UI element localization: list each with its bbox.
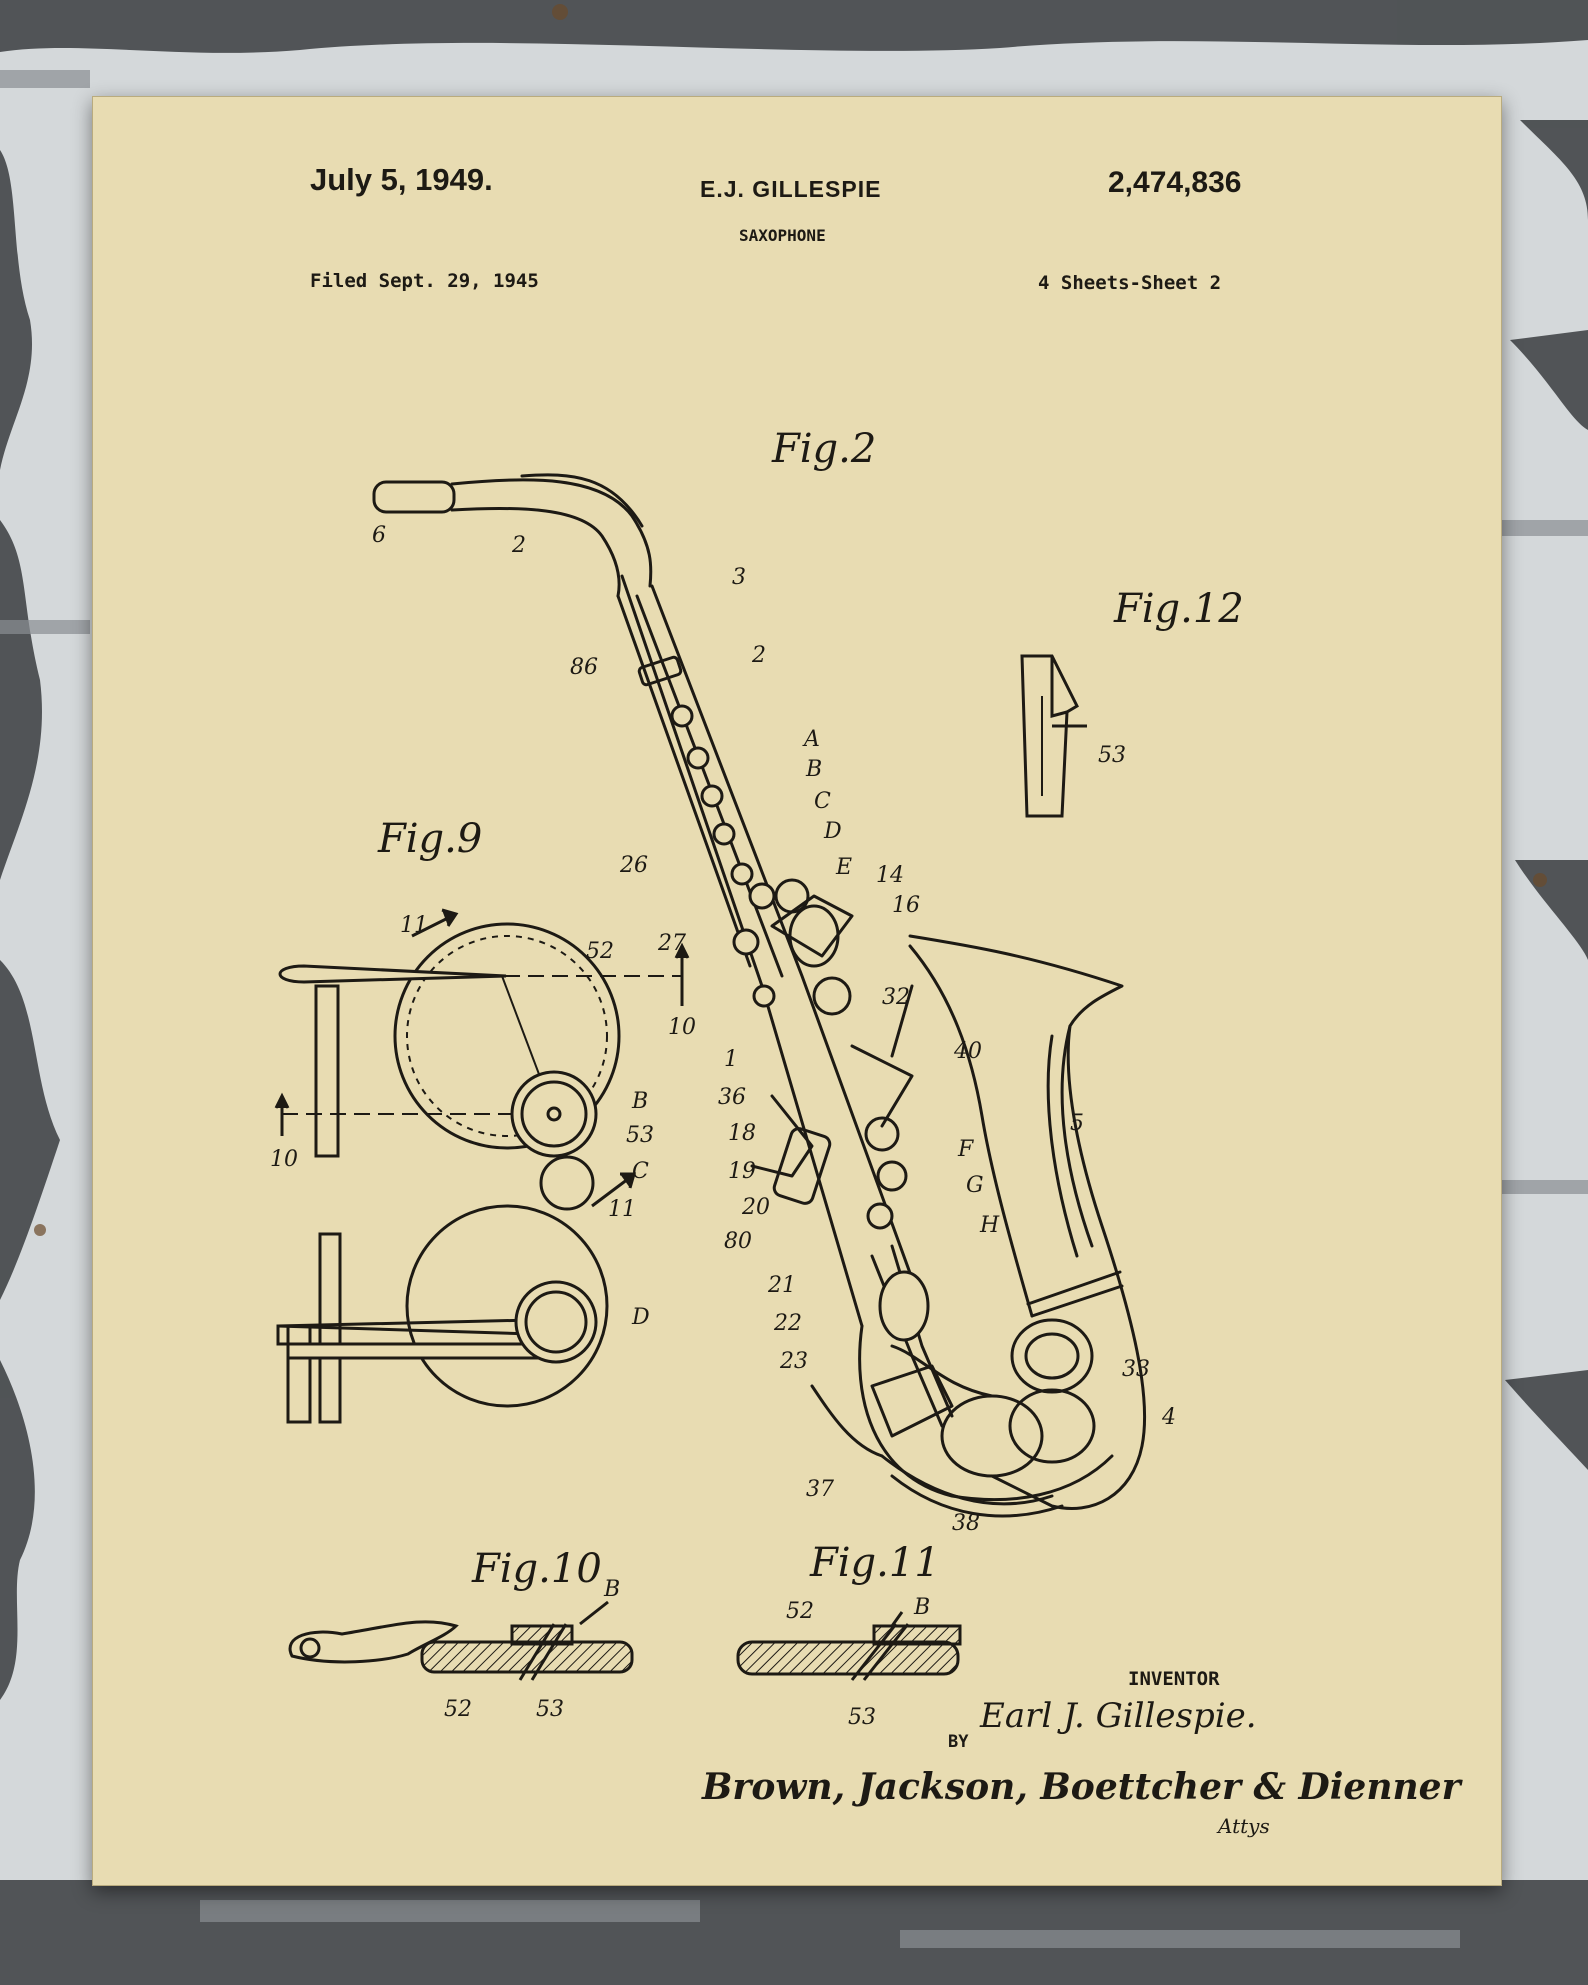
label-fig10-53: 53 xyxy=(536,1697,564,1722)
label-fig9-53: 53 xyxy=(626,1123,654,1148)
patent-filed-date: Filed Sept. 29, 1945 xyxy=(310,270,539,292)
label-fig10-b: B xyxy=(603,1577,620,1602)
label-14: 14 xyxy=(876,863,904,888)
label-4: 4 xyxy=(1161,1405,1176,1430)
label-c: C xyxy=(814,789,831,814)
fig11-drawing xyxy=(736,1611,962,1681)
reference-labels: 6 2 3 86 2 A B C D E 26 14 16 27 32 40 1… xyxy=(270,523,1176,1730)
label-21: 21 xyxy=(767,1273,796,1298)
label-fig11-52: 52 xyxy=(786,1599,814,1624)
label-5: 5 xyxy=(1070,1111,1084,1136)
fig2-caption: Fig.2 xyxy=(771,426,876,472)
label-22: 22 xyxy=(773,1311,802,1336)
label-23: 23 xyxy=(779,1349,808,1374)
attorneys-mark: Attys xyxy=(1218,1814,1270,1838)
label-26: 26 xyxy=(619,853,648,878)
saxophone-drawing xyxy=(372,473,1147,1518)
label-80: 80 xyxy=(724,1229,752,1254)
label-36: 36 xyxy=(718,1085,746,1110)
label-32: 32 xyxy=(882,985,910,1010)
label-40: 40 xyxy=(953,1039,982,1064)
by-label: BY xyxy=(948,1732,969,1752)
fig11-caption: Fig.11 xyxy=(809,1540,940,1586)
label-e: E xyxy=(835,855,852,880)
fig9-drawing xyxy=(274,908,690,1424)
label-d: D xyxy=(823,819,842,844)
patent-title: SAXOPHONE xyxy=(739,226,826,245)
label-fig9-10b: 10 xyxy=(270,1147,298,1172)
label-27: 27 xyxy=(657,931,686,956)
label-a: A xyxy=(802,727,820,752)
label-fig9-10a: 10 xyxy=(668,1015,696,1040)
label-37: 37 xyxy=(806,1477,834,1502)
patent-drawing: Fig.2 Fig.12 Fig.9 Fig.10 Fig.11 xyxy=(270,426,1244,1730)
label-neck-screw: 3 xyxy=(732,565,746,590)
label-16: 16 xyxy=(892,893,920,918)
label-18: 18 xyxy=(728,1121,756,1146)
label-fig9-11b: 11 xyxy=(608,1197,636,1222)
fig10-caption: Fig.10 xyxy=(471,1546,602,1592)
label-fig11-53: 53 xyxy=(848,1705,876,1730)
label-neck: 2 xyxy=(511,533,526,558)
attorneys-signature: Brown, Jackson, Boettcher & Dienner xyxy=(702,1766,1461,1808)
label-fig12-53: 53 xyxy=(1098,743,1126,768)
label-fig9-c: C xyxy=(632,1159,649,1184)
patent-date: July 5, 1949. xyxy=(310,162,493,197)
label-fig9-11a: 11 xyxy=(400,913,428,938)
label-g: G xyxy=(966,1173,984,1198)
label-fig9-d: D xyxy=(631,1305,650,1330)
label-fig11-b: B xyxy=(913,1595,930,1620)
label-fig9-b: B xyxy=(631,1089,648,1114)
label-86: 86 xyxy=(570,655,598,680)
label-fig10-52: 52 xyxy=(444,1697,472,1722)
label-mouthpiece: 6 xyxy=(372,523,386,548)
label-b: B xyxy=(805,757,822,782)
label-h: H xyxy=(979,1213,1000,1238)
label-1: 1 xyxy=(724,1047,738,1072)
label-fig9-52: 52 xyxy=(586,939,614,964)
patent-inventor-name: E.J. GILLESPIE xyxy=(700,176,882,202)
label-20: 20 xyxy=(741,1195,770,1220)
inventor-heading: INVENTOR xyxy=(1128,1668,1220,1690)
fig10-drawing xyxy=(288,1600,634,1681)
label-19: 19 xyxy=(728,1159,756,1184)
label-38: 38 xyxy=(952,1511,980,1536)
fig9-caption: Fig.9 xyxy=(377,816,482,862)
fig12-caption: Fig.12 xyxy=(1113,586,1244,632)
patent-number: 2,474,836 xyxy=(1108,166,1242,199)
label-2b: 2 xyxy=(751,643,766,668)
label-33: 33 xyxy=(1122,1357,1150,1382)
inventor-signature: Earl J. Gillespie. xyxy=(980,1696,1257,1736)
patent-print: July 5, 1949. E.J. GILLESPIE 2,474,836 S… xyxy=(92,96,1502,1886)
label-f: F xyxy=(957,1137,974,1162)
fig12-part xyxy=(1020,654,1087,818)
patent-sheet-count: 4 Sheets-Sheet 2 xyxy=(1038,272,1222,294)
